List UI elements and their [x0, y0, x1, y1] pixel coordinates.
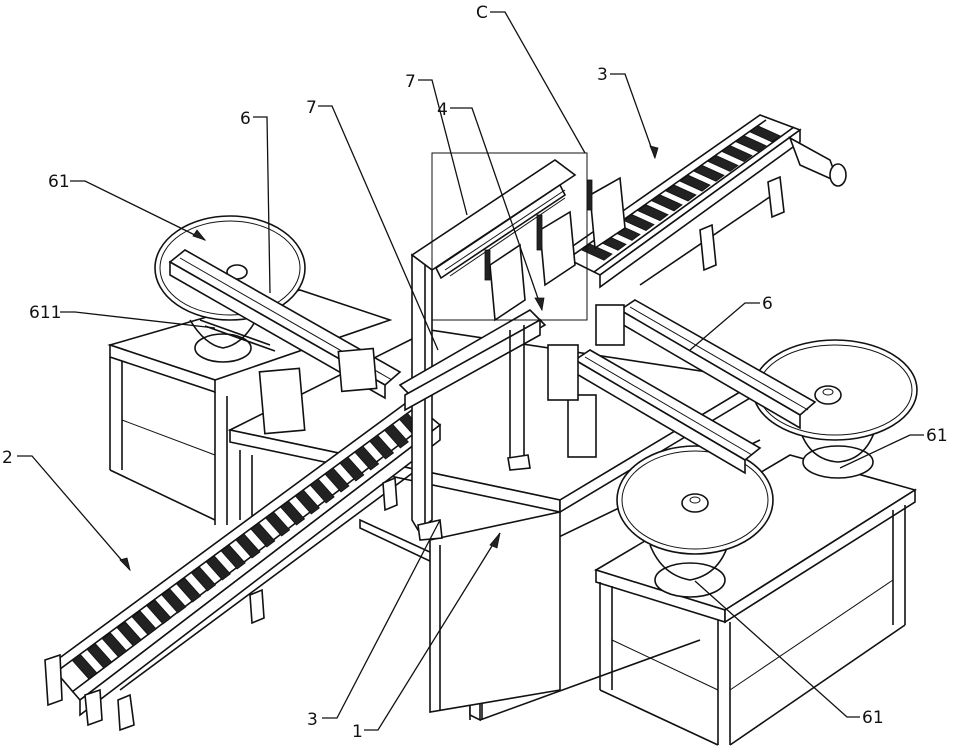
conveyor-left-slats — [72, 412, 424, 680]
label-C: C — [476, 3, 488, 23]
label-6-left: 6 — [240, 109, 251, 129]
conveyor-slat — [279, 500, 306, 526]
conveyor-slat — [161, 588, 187, 614]
label-3-bottom: 3 — [307, 710, 318, 730]
label-61-right-lower: 61 — [862, 708, 884, 728]
label-7-b: 7 — [306, 98, 317, 118]
label-6-right: 6 — [762, 294, 773, 314]
conveyor-slat — [220, 544, 246, 570]
conveyor-right — [558, 114, 847, 289]
conveyor-slat — [294, 489, 320, 515]
label-7-a: 7 — [405, 72, 416, 92]
conveyor-slat — [250, 522, 276, 548]
feeder-push-cylinder-right — [547, 299, 817, 475]
conveyor-slat — [205, 555, 231, 581]
label-2: 2 — [2, 448, 13, 468]
leader-lines — [17, 11, 924, 731]
conveyor-slat — [265, 511, 291, 537]
vibratory-bowl-left — [154, 215, 306, 363]
conveyor-slat — [368, 434, 395, 460]
label-1: 1 — [352, 722, 363, 742]
conveyor-slat — [116, 621, 142, 647]
conveyor-slat — [721, 145, 753, 163]
label-3-top: 3 — [597, 65, 608, 85]
conveyor-slat — [749, 125, 781, 143]
conveyor-slat — [324, 467, 350, 493]
conveyor-slat — [339, 456, 365, 482]
conveyor-slat — [707, 154, 739, 172]
conveyor-slat — [679, 174, 711, 192]
conveyor-slat — [623, 214, 655, 232]
conveyor-slat — [651, 194, 683, 212]
conveyor-slat — [637, 204, 669, 222]
conveyor-slat — [354, 445, 380, 471]
side-table-left — [107, 289, 393, 525]
conveyor-slat — [72, 654, 98, 680]
conveyor-slat — [176, 577, 202, 603]
bowl-outlet-track — [199, 319, 276, 352]
callout-labels: C 3 7 4 7 6 61 611 6 61 61 2 3 1 — [2, 3, 948, 742]
label-4: 4 — [437, 100, 448, 120]
conveyor-slat — [235, 533, 261, 559]
conveyor-slat — [190, 566, 217, 592]
vibratory-bowl-right-lower — [616, 445, 774, 598]
conveyor-slat — [146, 599, 172, 625]
clamp-station — [484, 176, 626, 322]
feeder-push-cylinder-left — [168, 249, 402, 435]
conveyor-slat — [735, 135, 767, 153]
label-61-right-upper: 61 — [926, 426, 948, 446]
detail-region-box — [431, 152, 588, 321]
conveyor-slat — [383, 423, 409, 449]
conveyor-slat — [665, 184, 697, 202]
label-61-left: 61 — [48, 172, 70, 192]
label-611: 611 — [29, 303, 61, 323]
conveyor-slat — [87, 643, 113, 669]
conveyor-slat — [309, 478, 335, 504]
conveyor-slat — [131, 610, 157, 636]
conveyor-slat — [101, 632, 128, 658]
conveyor-left — [44, 398, 442, 732]
conveyor-slat — [693, 164, 725, 182]
